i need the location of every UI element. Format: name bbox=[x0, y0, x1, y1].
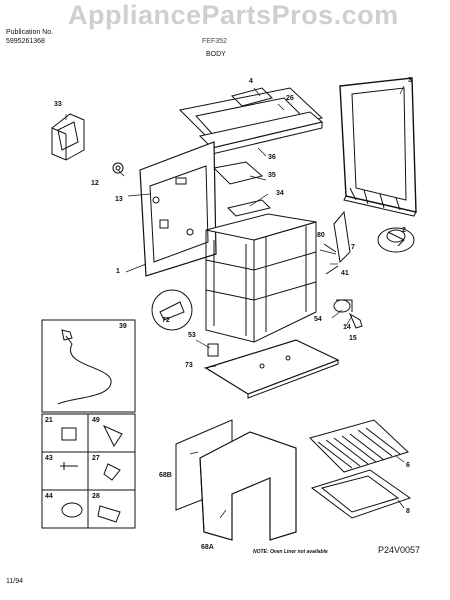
callout-8: 8 bbox=[406, 508, 410, 515]
part-door-latch bbox=[323, 210, 351, 275]
part-knob bbox=[377, 227, 415, 253]
callout-2: 2 bbox=[402, 227, 406, 234]
part-broiler-pan bbox=[310, 469, 412, 519]
part-sensor bbox=[333, 299, 363, 329]
watermark: AppliancePartsPros.com bbox=[68, 0, 399, 30]
callout-7: 7 bbox=[351, 244, 355, 251]
callout-35: 35 bbox=[268, 172, 276, 179]
callout-6: 6 bbox=[406, 462, 410, 469]
callout-72: 72 bbox=[162, 317, 170, 324]
liner-note: NOTE: Oven Liner not available bbox=[253, 549, 328, 555]
part-oven-rack bbox=[309, 419, 409, 473]
part-nut bbox=[112, 162, 124, 174]
part-control-box bbox=[51, 113, 85, 161]
section-title: BODY bbox=[206, 51, 226, 58]
small-parts-grid bbox=[41, 413, 136, 529]
part-bottom-pan bbox=[204, 339, 340, 399]
part-left-side-panel bbox=[139, 141, 217, 277]
publication-label: Publication No. bbox=[6, 29, 54, 36]
part-oven-liner bbox=[175, 419, 297, 541]
part-clip bbox=[207, 343, 219, 357]
part-top-bracket bbox=[178, 87, 324, 155]
callout-12: 12 bbox=[91, 180, 99, 187]
callout-49: 49 bbox=[92, 417, 100, 424]
part-crossbar bbox=[212, 161, 271, 217]
callout-26: 26 bbox=[286, 95, 294, 102]
part-power-cord bbox=[41, 319, 136, 413]
callout-13: 13 bbox=[115, 196, 123, 203]
callout-33: 33 bbox=[54, 101, 62, 108]
callout-68b: 68B bbox=[159, 472, 172, 479]
revision-date: 11/94 bbox=[6, 578, 23, 585]
part-oven-frame bbox=[205, 213, 317, 343]
callout-1: 1 bbox=[116, 268, 120, 275]
callout-43: 43 bbox=[45, 455, 53, 462]
callout-28: 28 bbox=[92, 493, 100, 500]
callout-21: 21 bbox=[45, 417, 53, 424]
model-number: FEF352 bbox=[202, 38, 227, 45]
callout-15: 15 bbox=[349, 335, 357, 342]
part-door-panel bbox=[339, 77, 417, 217]
callout-73: 73 bbox=[185, 362, 193, 369]
callout-4: 4 bbox=[249, 78, 253, 85]
part-72-detail bbox=[151, 289, 193, 331]
callout-41: 41 bbox=[341, 270, 349, 277]
publication-number: 5995261368 bbox=[6, 38, 45, 45]
callout-53: 53 bbox=[188, 332, 196, 339]
callout-44: 44 bbox=[45, 493, 53, 500]
figure-code: P24V0057 bbox=[378, 545, 421, 555]
callout-3: 3 bbox=[408, 77, 412, 84]
callout-27: 27 bbox=[92, 455, 100, 462]
callout-54: 54 bbox=[314, 316, 322, 323]
callout-14: 14 bbox=[343, 324, 351, 331]
callout-39: 39 bbox=[119, 323, 127, 330]
callout-34: 34 bbox=[276, 190, 284, 197]
callout-80: 80 bbox=[317, 232, 325, 239]
callout-36: 36 bbox=[268, 154, 276, 161]
callout-68a: 68A bbox=[201, 544, 214, 551]
